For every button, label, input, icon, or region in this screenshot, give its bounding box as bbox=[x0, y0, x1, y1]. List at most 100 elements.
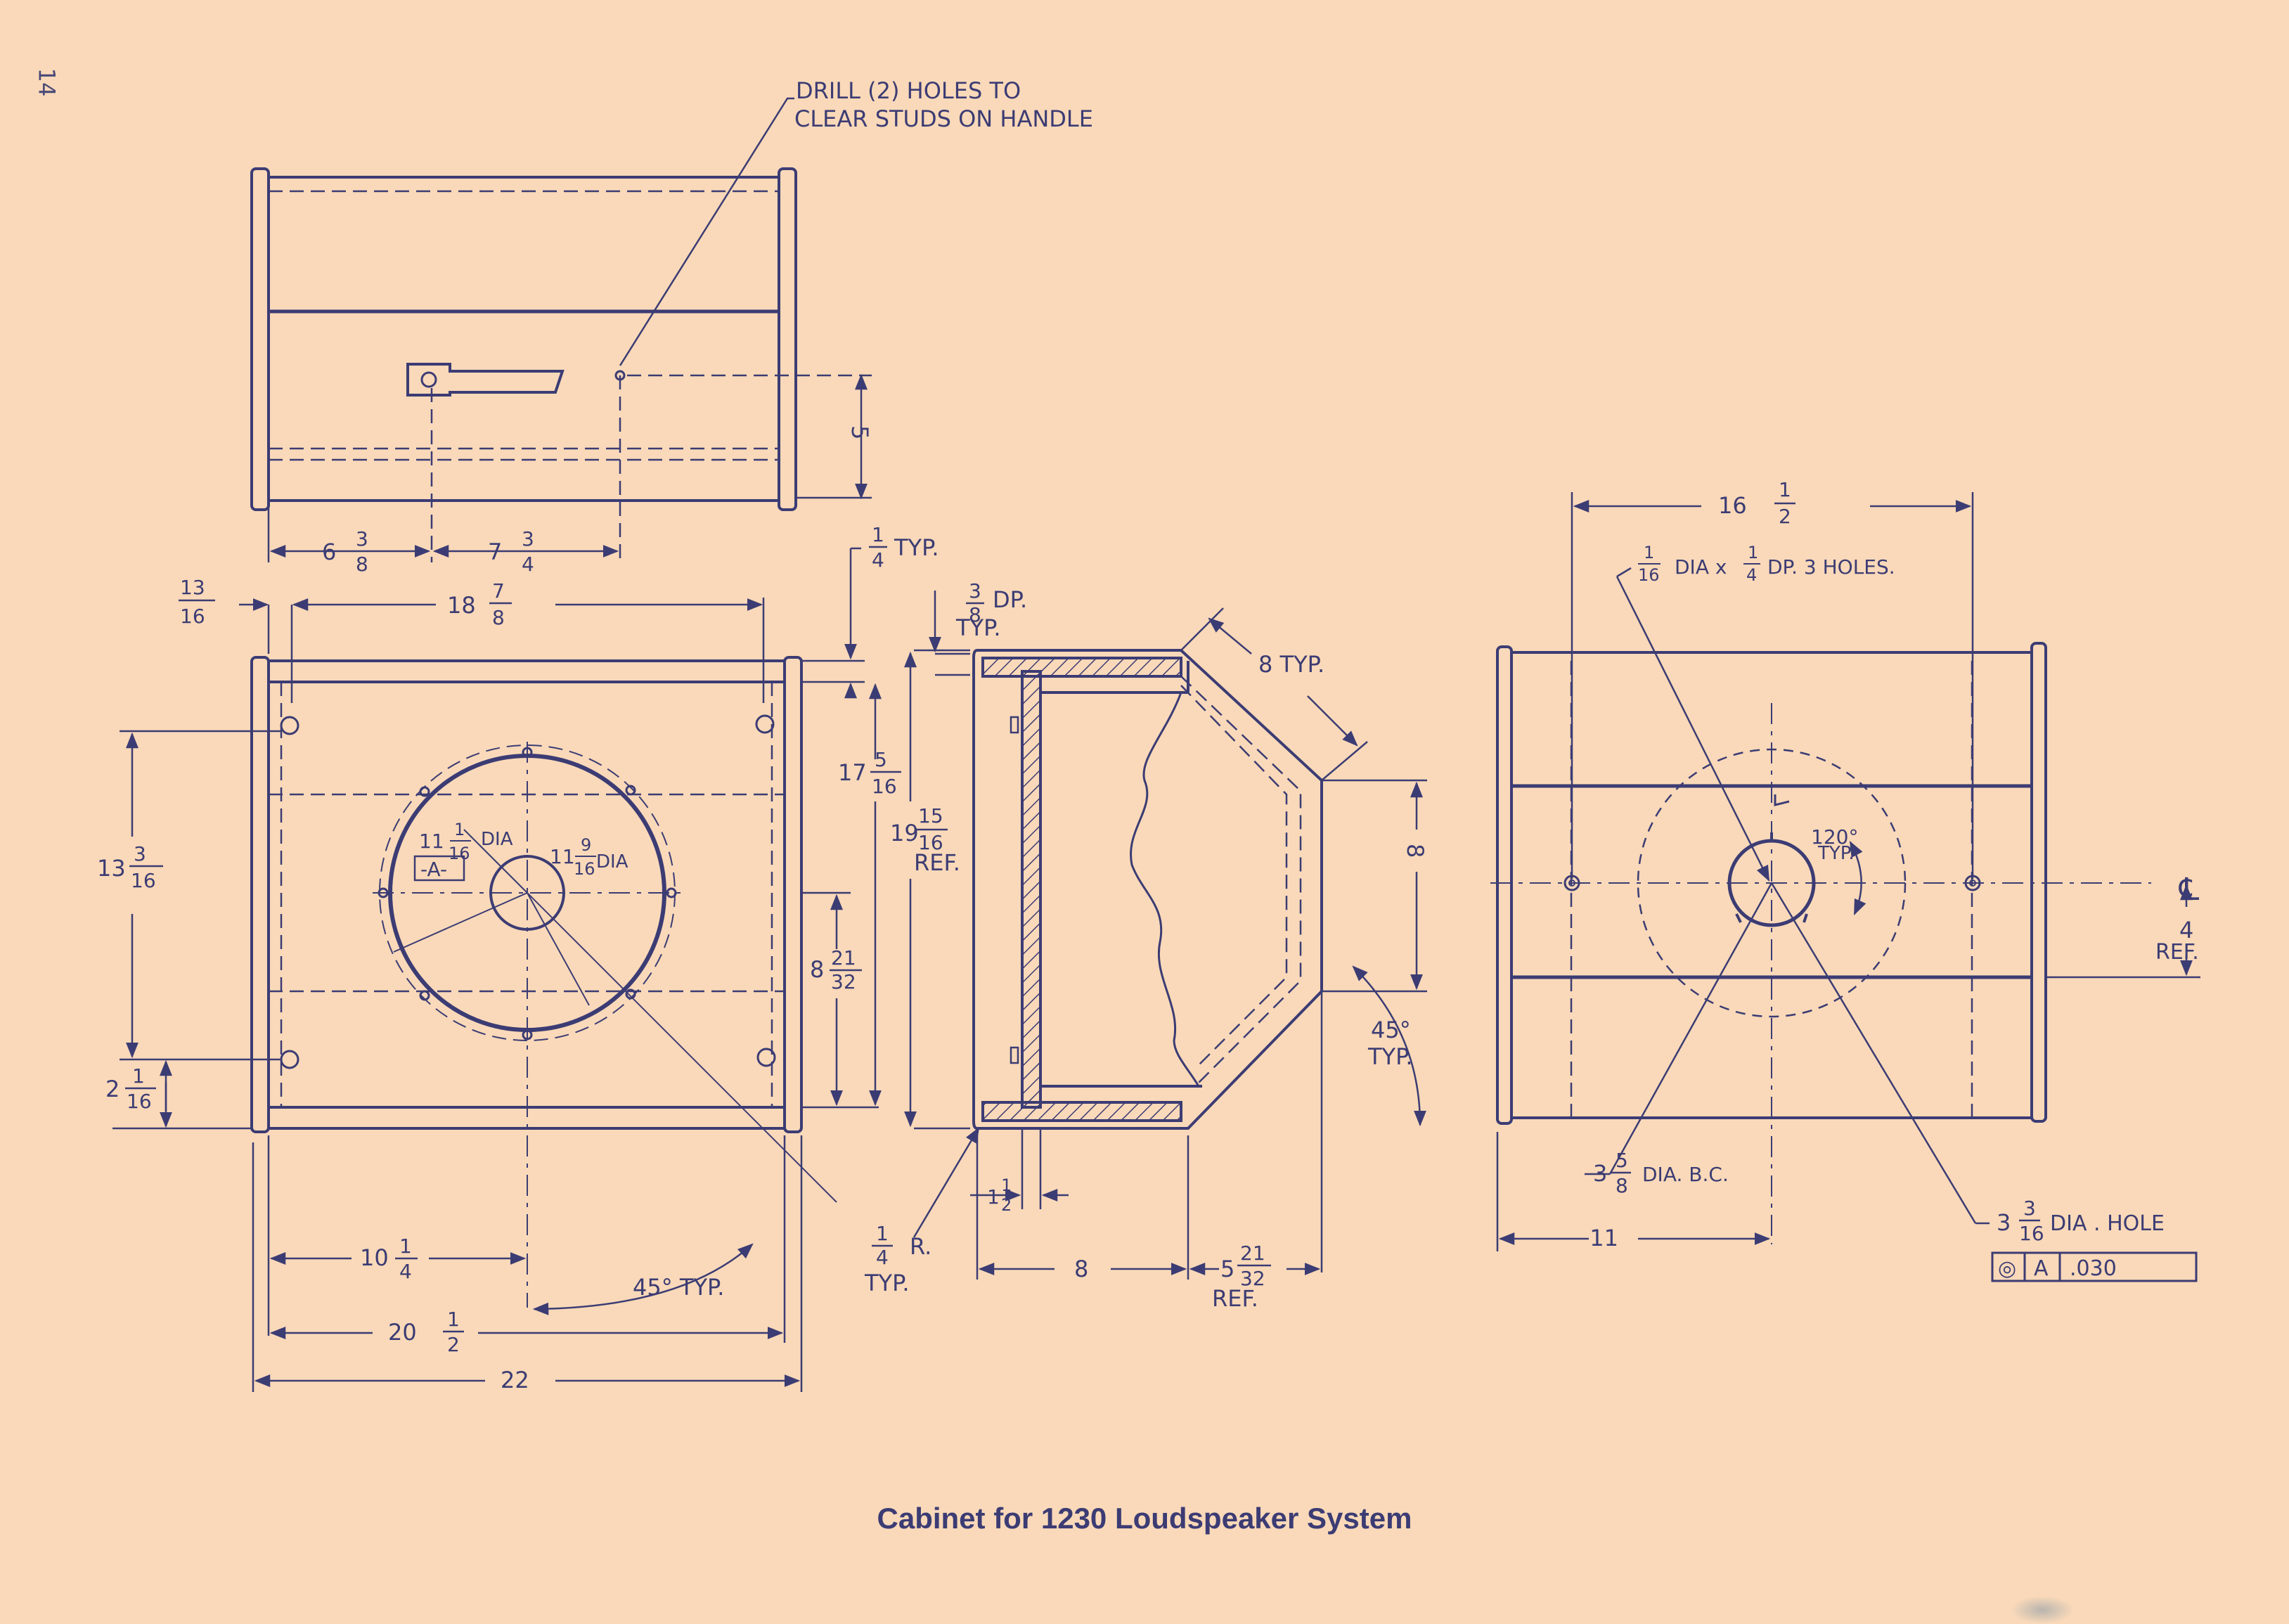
dim-6-den: 8 bbox=[356, 553, 368, 576]
radius-num: 1 bbox=[876, 1222, 889, 1245]
inner-dia-suffix: DIA bbox=[596, 851, 628, 872]
radius-den: 4 bbox=[876, 1246, 889, 1269]
dim-20-num: 1 bbox=[447, 1308, 460, 1331]
dim-18-den: 8 bbox=[492, 606, 505, 629]
front-left-rail bbox=[250, 656, 270, 1133]
rear-left-rail bbox=[1496, 645, 1513, 1125]
outer-dia-whole: 11 bbox=[419, 830, 444, 853]
hole-suffix: DIA . HOLE bbox=[2050, 1211, 2165, 1236]
figure-caption: Cabinet for 1230 Loudspeaker System bbox=[877, 1502, 1412, 1535]
groove-den: 8 bbox=[969, 603, 981, 626]
top-view-left-rail bbox=[250, 167, 270, 511]
dim-depth2-ref: REF. bbox=[1212, 1285, 1258, 1312]
holes-num-b: 1 bbox=[1748, 543, 1758, 562]
rear-view bbox=[1490, 492, 2200, 1282]
corner-hole-tl bbox=[280, 716, 299, 735]
bottom-panel-hatch bbox=[981, 1101, 1182, 1122]
dim-19-num: 15 bbox=[918, 804, 943, 827]
centerline-symbol: ℄ bbox=[2179, 872, 2200, 908]
dim-depth-8: 8 bbox=[1074, 1256, 1088, 1282]
front-view-labels: 13 16 18 7 8 1 4 TYP. 13 3 16 17 5 16 8 … bbox=[97, 523, 939, 1393]
rear-dim-4: 4 bbox=[2179, 917, 2193, 943]
inner-dia-whole: 11 bbox=[550, 845, 575, 868]
handle bbox=[406, 363, 565, 397]
bc-whole: 3 bbox=[1593, 1160, 1607, 1187]
dim-quarter-typ: TYP. bbox=[894, 534, 939, 561]
bc-den: 8 bbox=[1616, 1174, 1628, 1197]
angle-45-label: 45° TYP. bbox=[633, 1274, 724, 1301]
holes-den-b: 4 bbox=[1746, 565, 1757, 585]
drill-note-line1: DRILL (2) HOLES TO bbox=[796, 77, 1021, 104]
dim-19-whole: 19 bbox=[890, 820, 919, 846]
dim-10-num: 1 bbox=[399, 1235, 412, 1258]
top-view bbox=[250, 97, 872, 562]
dim-2-den: 16 bbox=[127, 1090, 152, 1113]
panel-den: 2 bbox=[1001, 1195, 1012, 1215]
break-line bbox=[1130, 692, 1200, 1087]
rear-dim-4-ref: REF. bbox=[2155, 940, 2199, 965]
holes-suffix: DP. 3 HOLES. bbox=[1767, 555, 1895, 579]
dim-depth2-den: 32 bbox=[1240, 1267, 1265, 1290]
groove-typ: TYP. bbox=[955, 614, 1001, 641]
side-angle-label: 45° bbox=[1371, 1017, 1411, 1043]
dim-6-whole: 6 bbox=[322, 539, 336, 565]
handle-stud bbox=[420, 371, 437, 388]
drill-note-leader bbox=[619, 97, 794, 366]
rear-dim-16-den: 2 bbox=[1779, 505, 1791, 528]
datum-label: -A- bbox=[420, 858, 447, 881]
side-angle-typ: TYP. bbox=[1367, 1043, 1413, 1070]
rear-angle-label: 120° bbox=[1811, 825, 1858, 849]
dim-2-whole: 2 bbox=[105, 1076, 120, 1102]
dim-8-vertical: 8 bbox=[1402, 844, 1429, 858]
outer-dia-suffix: DIA bbox=[481, 829, 513, 850]
tol-datum: A bbox=[2034, 1256, 2049, 1281]
rear-angle-typ: TYP. bbox=[1817, 843, 1855, 864]
dim-7-num: 3 bbox=[522, 527, 534, 550]
tol-value: .030 bbox=[2070, 1256, 2117, 1281]
rear-view-labels: 16 1 2 1 16 DIA x 1 4 DP. 3 HOLES. 120° … bbox=[1590, 478, 2200, 1281]
outer-dia-den: 16 bbox=[449, 844, 470, 863]
dim-6-num: 3 bbox=[356, 527, 368, 550]
dim-depth2-whole: 5 bbox=[1220, 1256, 1234, 1282]
dim-13-whole: 13 bbox=[97, 855, 126, 882]
bc-suffix: DIA. B.C. bbox=[1642, 1163, 1729, 1186]
dim-19-ref: REF. bbox=[914, 849, 960, 876]
dim-13-den: 16 bbox=[131, 869, 156, 892]
binding-shadow bbox=[2011, 1596, 2074, 1624]
dim-depth2-num: 21 bbox=[1240, 1242, 1265, 1265]
radius-suffix: R. bbox=[910, 1233, 931, 1260]
top-panel-hatch bbox=[981, 657, 1182, 678]
corner-hole-br bbox=[756, 1048, 776, 1067]
groove-suffix: DP. bbox=[993, 586, 1027, 613]
front-right-rail bbox=[783, 656, 803, 1133]
dim-13-16-num: 13 bbox=[180, 576, 205, 599]
dim-7-den: 4 bbox=[522, 553, 534, 576]
bc-num: 5 bbox=[1616, 1149, 1628, 1172]
holes-num-a: 1 bbox=[1644, 543, 1654, 562]
datum-box bbox=[413, 855, 465, 882]
hole-num: 3 bbox=[2023, 1197, 2036, 1220]
radius-typ: TYP. bbox=[864, 1270, 910, 1296]
top-view-labels: DRILL (2) HOLES TO CLEAR STUDS ON HANDLE… bbox=[322, 77, 1093, 576]
rear-dim-16-whole: 16 bbox=[1718, 492, 1747, 519]
holes-den-a: 16 bbox=[1638, 565, 1660, 585]
inner-dia-num: 9 bbox=[581, 835, 591, 855]
dim-2-num: 1 bbox=[132, 1064, 145, 1088]
rear-dim-11: 11 bbox=[1590, 1225, 1618, 1251]
baffle-hatch bbox=[1021, 670, 1042, 1109]
dim-20-den: 2 bbox=[447, 1333, 460, 1356]
dim-22: 22 bbox=[501, 1367, 529, 1393]
dim-quarter-den: 4 bbox=[872, 548, 884, 572]
dim-10-whole: 10 bbox=[360, 1244, 389, 1271]
hole-den: 16 bbox=[2019, 1222, 2044, 1245]
tol-symbol: ◎ bbox=[1998, 1256, 2016, 1281]
side-profile bbox=[972, 649, 1323, 1130]
outer-dia-num: 1 bbox=[454, 820, 465, 839]
corner-hole-tr bbox=[755, 714, 775, 734]
dim-19-den: 16 bbox=[918, 831, 943, 854]
dim-13-num: 3 bbox=[134, 842, 146, 865]
side-view bbox=[904, 591, 1427, 1280]
corner-hole-bl bbox=[280, 1050, 299, 1069]
